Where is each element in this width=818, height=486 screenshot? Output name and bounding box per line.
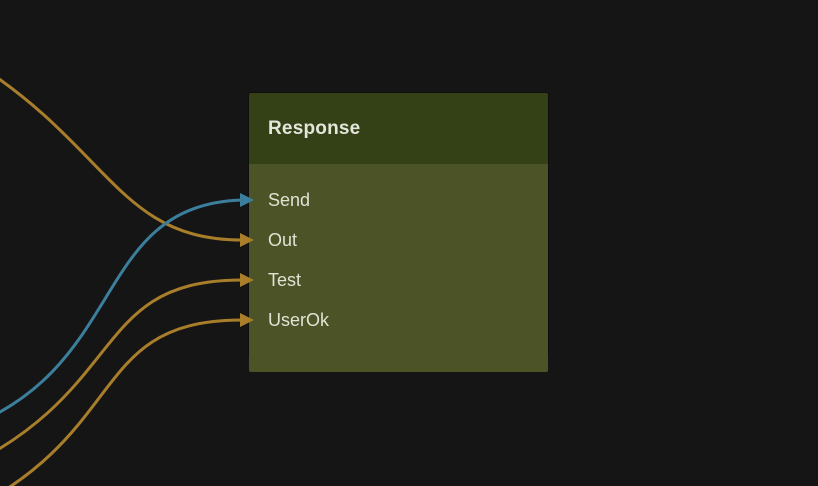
port-row-send: Send [249, 180, 548, 220]
node-response[interactable]: Response Send Out Test UserOk [249, 93, 548, 372]
port-row-test: Test [249, 260, 548, 300]
edge-to-userok[interactable] [0, 318, 244, 486]
edge-to-out[interactable] [0, 66, 244, 242]
port-row-out: Out [249, 220, 548, 260]
port-label-out: Out [268, 229, 298, 250]
port-row-userok: UserOk [249, 300, 548, 340]
node-header[interactable]: Response [249, 93, 548, 164]
edge-to-send[interactable] [0, 198, 244, 430]
node-body: Send Out Test UserOk [249, 164, 548, 372]
edge-to-test[interactable] [0, 278, 244, 470]
node-title: Response [268, 117, 361, 139]
port-label-send: Send [268, 189, 311, 210]
port-label-test: Test [268, 269, 302, 290]
port-label-userok: UserOk [268, 309, 330, 330]
